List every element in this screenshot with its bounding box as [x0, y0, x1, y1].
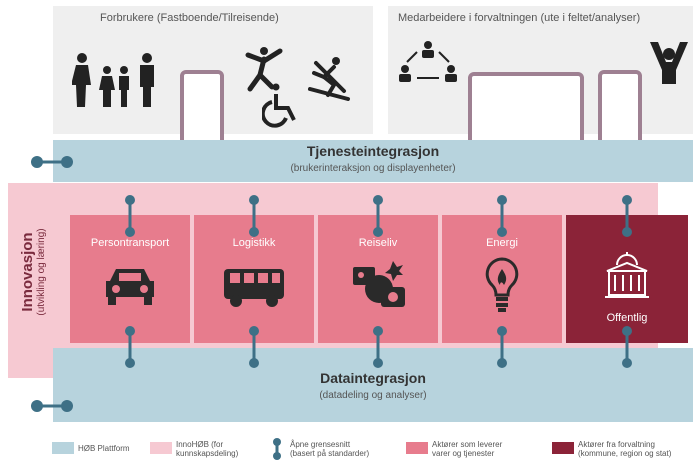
api-connector-bottom-5: [622, 326, 632, 368]
legend-label-innovation: InnoHØB (for kunnskapsdeling): [176, 440, 238, 458]
innovation-subtitle: (utvikling og læring): [36, 228, 47, 316]
legend-actors-line2: varer og tjenester: [432, 449, 495, 458]
sector-label: Offentlig: [606, 312, 648, 324]
api-connector-top-5: [622, 195, 632, 237]
legend: HØB Plattform InnoHØB (for kunnskapsdeli…: [0, 436, 698, 460]
legend-swatch-innovation: [150, 442, 172, 454]
api-connector-top-1: [125, 195, 135, 237]
legend-label-public: Aktører fra forvaltning (kommune, region…: [578, 440, 671, 458]
bus-icon: [224, 269, 284, 307]
legend-public-line1: Aktører fra forvaltning: [578, 440, 655, 449]
legend-swatch-platform: [52, 442, 74, 454]
api-connector-top-4: [497, 195, 507, 237]
employees-label: Medarbeidere i forvaltningen (ute i felt…: [398, 12, 641, 24]
legend-api-line1: Åpne grensesnitt: [290, 440, 351, 449]
api-connector-top-3: [373, 195, 383, 237]
service-integration-title: Tjenesteintegrasjon: [306, 143, 440, 159]
government-building-icon: [605, 252, 649, 298]
legend-swatch-actors: [406, 442, 428, 454]
api-connector-bottom-4: [497, 326, 507, 368]
service-side-connector: [31, 156, 73, 168]
data-side-connector: [31, 400, 73, 412]
api-connector-bottom-1: [125, 326, 135, 368]
legend-swatch-public: [552, 442, 574, 454]
legend-api-line2: (basert på standarder): [290, 449, 370, 458]
api-connector-top-2: [249, 195, 259, 237]
exercise-icon: [245, 47, 283, 92]
api-connector-bottom-2: [249, 326, 259, 368]
service-integration-band: [53, 140, 693, 182]
consumers-label: Forbrukere (Fastboende/Tilreisende): [100, 12, 279, 24]
data-integration-title: Dataintegrasjon: [320, 370, 426, 386]
travel-icon: [353, 261, 405, 307]
car-icon: [106, 269, 154, 305]
lightbulb-icon: [485, 257, 519, 312]
sector-label: Energi: [486, 237, 518, 249]
sector-label: Reiseliv: [358, 237, 398, 249]
innovation-title: Innovasjon: [19, 232, 36, 312]
legend-public-line2: (kommune, region og stat): [578, 449, 672, 458]
api-connector-bottom-3: [373, 326, 383, 368]
service-integration-subtitle: (brukerinteraksjon og displayenheter): [290, 163, 456, 174]
family-icon: [72, 53, 154, 107]
sector-persontransport: Persontransport: [70, 215, 190, 343]
data-integration-subtitle: (datadeling og analyser): [319, 390, 427, 401]
legend-label-platform: HØB Plattform: [78, 444, 130, 453]
legend-innovation-line2: kunnskapsdeling): [176, 449, 239, 458]
team-workflow-icon: [399, 41, 457, 82]
legend-innovation-line1: InnoHØB (for: [176, 440, 224, 449]
celebrating-person-icon: [650, 42, 688, 84]
sector-label: Logistikk: [232, 237, 276, 249]
legend-label-api: Åpne grensesnitt (basert på standarder): [290, 440, 369, 458]
data-integration-band: [53, 348, 693, 422]
legend-actors-line1: Aktører som leverer: [432, 440, 503, 449]
skier-icon: [308, 57, 350, 101]
sector-label: Persontransport: [90, 237, 170, 249]
legend-connector-icon: [273, 438, 281, 460]
sector-logistikk: Logistikk: [194, 215, 314, 343]
wheelchair-icon: [262, 83, 296, 128]
legend-label-actors: Aktører som leverer varer og tjenester: [432, 440, 502, 458]
